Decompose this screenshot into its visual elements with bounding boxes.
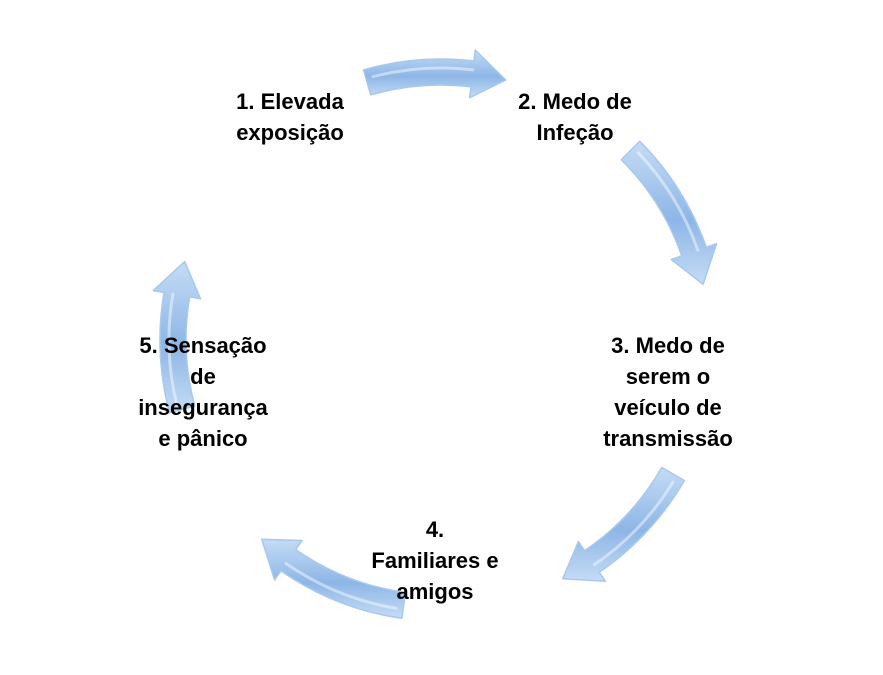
arrow-5-to-1-highlight	[167, 292, 178, 405]
node-label-medo-veiculo-transmissao: 3. Medo de serem o veículo de transmissã…	[603, 333, 733, 451]
node-label-medo-de-infecao: 2. Medo de Infeção	[518, 89, 632, 145]
node-label-sensacao-inseguranca-panico: 5. Sensação de insegurança e pânico	[138, 333, 268, 451]
arrow-3-to-4	[561, 466, 686, 583]
arrow-5-to-1	[152, 260, 202, 414]
arrow-4-to-5	[260, 538, 407, 620]
arrows-layer	[152, 49, 718, 620]
arrow-1-to-2	[362, 49, 507, 99]
node-label-elevada-exposicao: 1. Elevada exposição	[236, 89, 344, 145]
arrow-2-to-3	[620, 140, 718, 286]
arrow-2-to-3-highlight	[636, 151, 700, 252]
arrow-3-to-4-highlight	[592, 480, 675, 567]
node-label-familiares-e-amigos: 4. Familiares e amigos	[371, 517, 499, 604]
arrow-4-to-5-highlight	[284, 562, 398, 610]
arrow-1-to-2-highlight	[371, 66, 475, 79]
